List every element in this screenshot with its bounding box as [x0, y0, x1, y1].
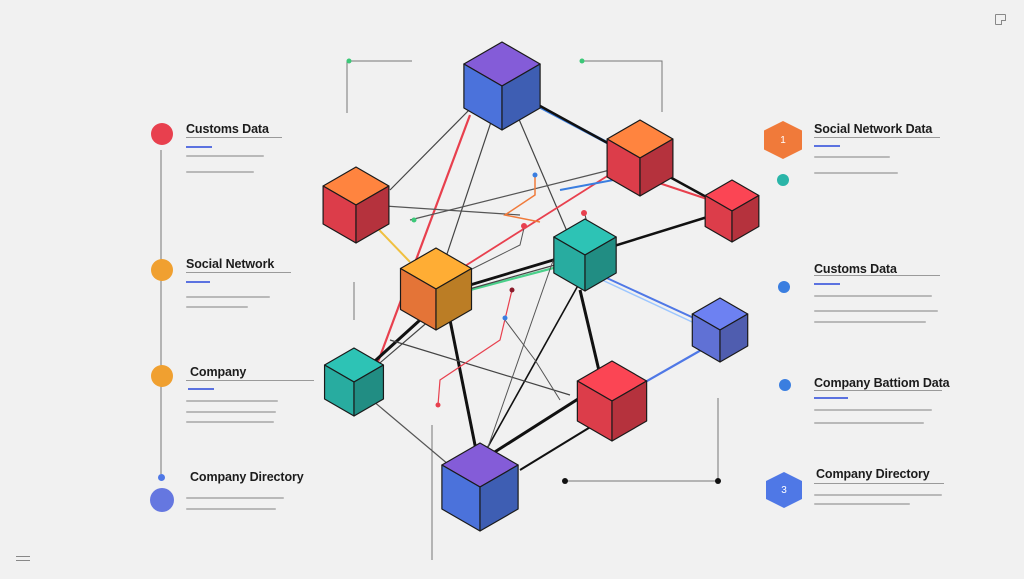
left-label-4: Company Directory	[190, 470, 304, 484]
right-label-1: Social Network Data	[814, 122, 933, 136]
left-text-4b	[186, 508, 276, 510]
right-accent-3	[814, 397, 848, 399]
left-rule-2	[186, 272, 291, 273]
node-small-red	[704, 179, 760, 243]
node-right-red	[576, 360, 648, 442]
left-text-2a	[186, 296, 270, 298]
right-label-4: Company Directory	[816, 467, 930, 481]
left-text-1a	[186, 155, 264, 157]
node-orange-red	[606, 119, 674, 197]
guide-dot-black	[715, 478, 721, 484]
node-center-amber	[399, 247, 473, 331]
right-rule-3	[814, 390, 942, 391]
node-left-red	[322, 166, 390, 244]
node-periwinkle	[691, 297, 749, 363]
left-badge-1	[151, 123, 173, 145]
right-text-3b	[814, 422, 924, 424]
guide-dot-green	[346, 58, 352, 64]
right-badge-4-number: 3	[781, 484, 787, 496]
right-rule-1	[814, 137, 940, 138]
node-center-teal	[553, 218, 617, 292]
left-label-1: Customs Data	[186, 122, 269, 136]
menu-icon[interactable]	[16, 556, 30, 564]
right-text-2b	[814, 310, 938, 312]
right-label-2: Customs Data	[814, 262, 897, 276]
connection-dots	[411, 172, 587, 408]
right-dot-3	[779, 379, 791, 391]
left-text-1b	[186, 171, 254, 173]
right-accent-2	[814, 283, 840, 285]
guide-dot-green	[579, 58, 585, 64]
left-label-3: Company	[190, 365, 247, 379]
node-bottom-blue	[441, 442, 519, 532]
right-text-4b	[814, 503, 910, 505]
left-label-2: Social Network	[186, 257, 275, 271]
right-rule-4	[814, 483, 944, 484]
right-text-1a	[814, 156, 890, 158]
right-text-1b	[814, 172, 898, 174]
node-top-blue	[463, 41, 541, 131]
left-text-3b	[186, 411, 276, 413]
left-dot-4	[158, 474, 165, 481]
left-accent-2	[186, 281, 210, 283]
right-label-3: Company Battiom Data	[814, 376, 950, 390]
left-badge-3	[151, 365, 173, 387]
right-accent-1	[814, 145, 840, 147]
left-accent-3	[188, 388, 214, 390]
left-rule-1	[186, 137, 282, 138]
left-text-3a	[186, 400, 278, 402]
right-badge-1-number: 1	[780, 134, 786, 146]
left-rule-3	[186, 380, 314, 381]
right-badge-4: 3	[766, 472, 802, 508]
right-text-2a	[814, 295, 932, 297]
left-badge-4	[150, 488, 174, 512]
left-text-4a	[186, 497, 284, 499]
left-text-2b	[186, 306, 248, 308]
right-dot-1	[777, 174, 789, 186]
right-dot-2	[778, 281, 790, 293]
left-text-3c	[186, 421, 274, 423]
left-badge-2	[151, 259, 173, 281]
guide-dot-black	[562, 478, 568, 484]
left-accent-1	[186, 146, 212, 148]
right-text-2c	[814, 321, 926, 323]
right-rule-2	[814, 275, 940, 276]
right-text-3a	[814, 409, 932, 411]
node-left-teal	[323, 347, 385, 417]
right-text-4a	[814, 494, 942, 496]
page-corner-icon[interactable]	[995, 14, 1006, 25]
